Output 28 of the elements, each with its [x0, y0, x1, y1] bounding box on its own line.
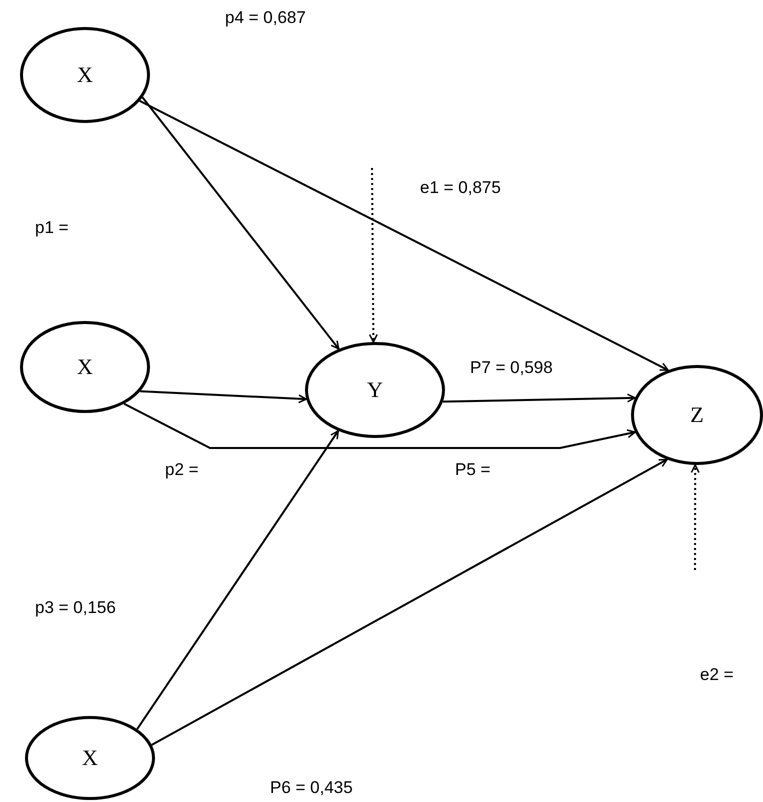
- variable-label: X: [82, 745, 98, 771]
- arrow: [140, 390, 308, 404]
- coefficient-label: P5 =: [455, 460, 490, 480]
- variable-label: Y: [367, 377, 383, 403]
- variable-label: Z: [690, 402, 704, 428]
- arrow: [151, 458, 668, 746]
- coefficient-label: p3 = 0,156: [35, 598, 116, 618]
- dotted-arrow: [690, 464, 700, 570]
- coefficient-label: e2 =: [700, 665, 734, 685]
- coefficient-label: P6 = 0,435: [270, 778, 353, 798]
- variable-label: X: [77, 354, 93, 380]
- coefficient-label: p1 =: [35, 218, 69, 238]
- arrow: [139, 100, 669, 371]
- dotted-arrow: [368, 168, 378, 343]
- variable-label: X: [77, 62, 93, 88]
- arrow: [124, 402, 636, 449]
- ellipse-node: [25, 716, 155, 800]
- coefficient-label: p2 =: [165, 460, 199, 480]
- ellipse-node: [631, 365, 763, 465]
- arrow: [142, 96, 340, 350]
- coefficient-label: e1 = 0,875: [420, 178, 501, 198]
- ellipse-node: [20, 321, 150, 413]
- coefficient-label: P7 = 0,598: [470, 358, 553, 378]
- arrow: [442, 394, 636, 403]
- coefficient-label: p4 = 0,687: [225, 8, 306, 28]
- ellipse-node: [20, 27, 150, 123]
- ellipse-node: [305, 342, 445, 438]
- arrow: [136, 430, 340, 730]
